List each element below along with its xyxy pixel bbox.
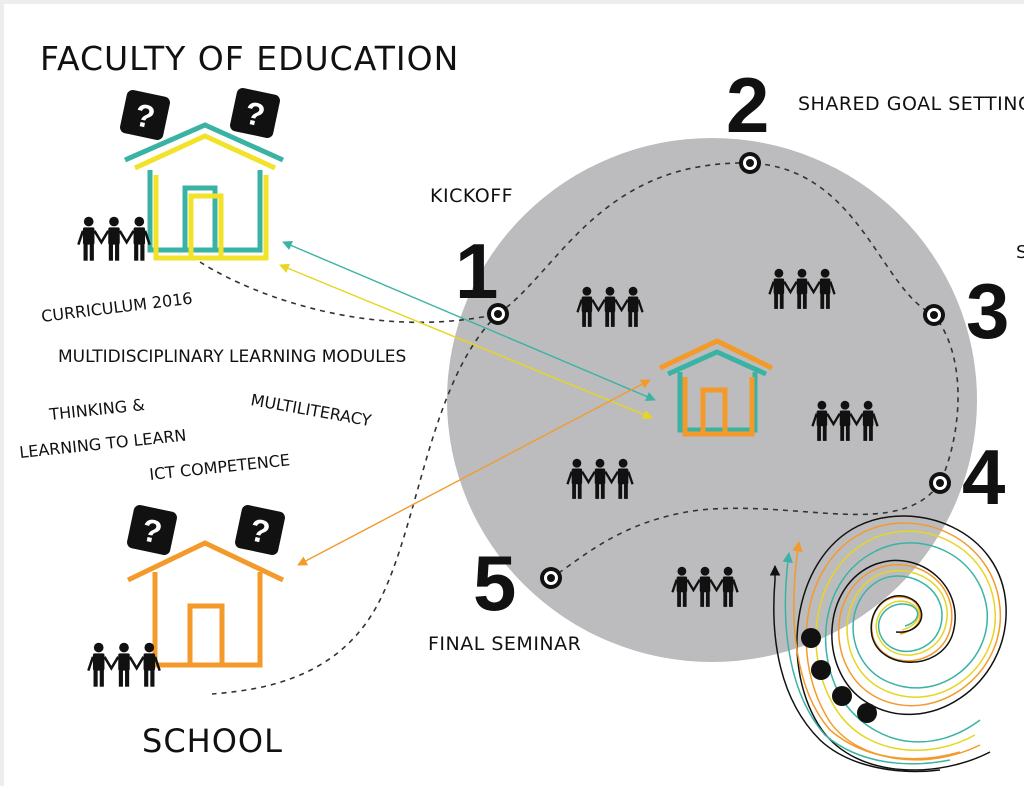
step-marker-2 [739,152,761,174]
topic-ict: ICT COMPETENCE [148,450,290,484]
arrow-orange-school-center [297,379,651,566]
step-marker-5 [540,567,562,589]
question-badge-faculty-1: ? [120,90,170,140]
people-group-school [88,643,159,687]
question-badge-school-2: ? [235,505,285,555]
topic-multiliteracy: MULTILITERACY [249,390,373,430]
page-title: FACULTY OF EDUCATION [40,39,459,78]
spiral-dot-1 [801,628,821,648]
step-number-1: 1 [455,227,498,315]
step-number-4: 4 [962,433,1005,521]
step-label-final-seminar: FINAL SEMINAR [428,633,581,655]
step-number-2: 2 [726,61,769,149]
spiral-dot-2 [811,660,831,680]
faculty-house-icon [123,122,285,261]
people-group-faculty [78,217,149,261]
growth-spiral [769,515,1007,773]
step-number-5: 5 [473,539,516,627]
topic-curriculum: CURRICULUM 2016 [40,289,193,326]
edge-glyph: S [1016,242,1024,263]
topic-thinking-line2: LEARNING TO LEARN [18,426,187,462]
question-badge-faculty-2: ? [230,88,280,138]
school-label: SCHOOL [142,722,283,760]
step-marker-3 [923,304,945,326]
school-house-icon [126,540,285,668]
spiral-dot-3 [832,686,852,706]
step-marker-4 [929,472,951,494]
question-badge-school-1: ? [127,505,177,555]
topic-thinking-line1: THINKING & [47,395,145,424]
step-label-kickoff: KICKOFF [430,185,513,207]
spiral-dot-4 [857,703,877,723]
topic-modules: MULTIDISCIPLINARY LEARNING MODULES [58,347,406,367]
step-label-shared-goal-setting: SHARED GOAL SETTING [798,93,1024,115]
step-number-3: 3 [966,267,1009,355]
center-house-icon [658,338,774,437]
